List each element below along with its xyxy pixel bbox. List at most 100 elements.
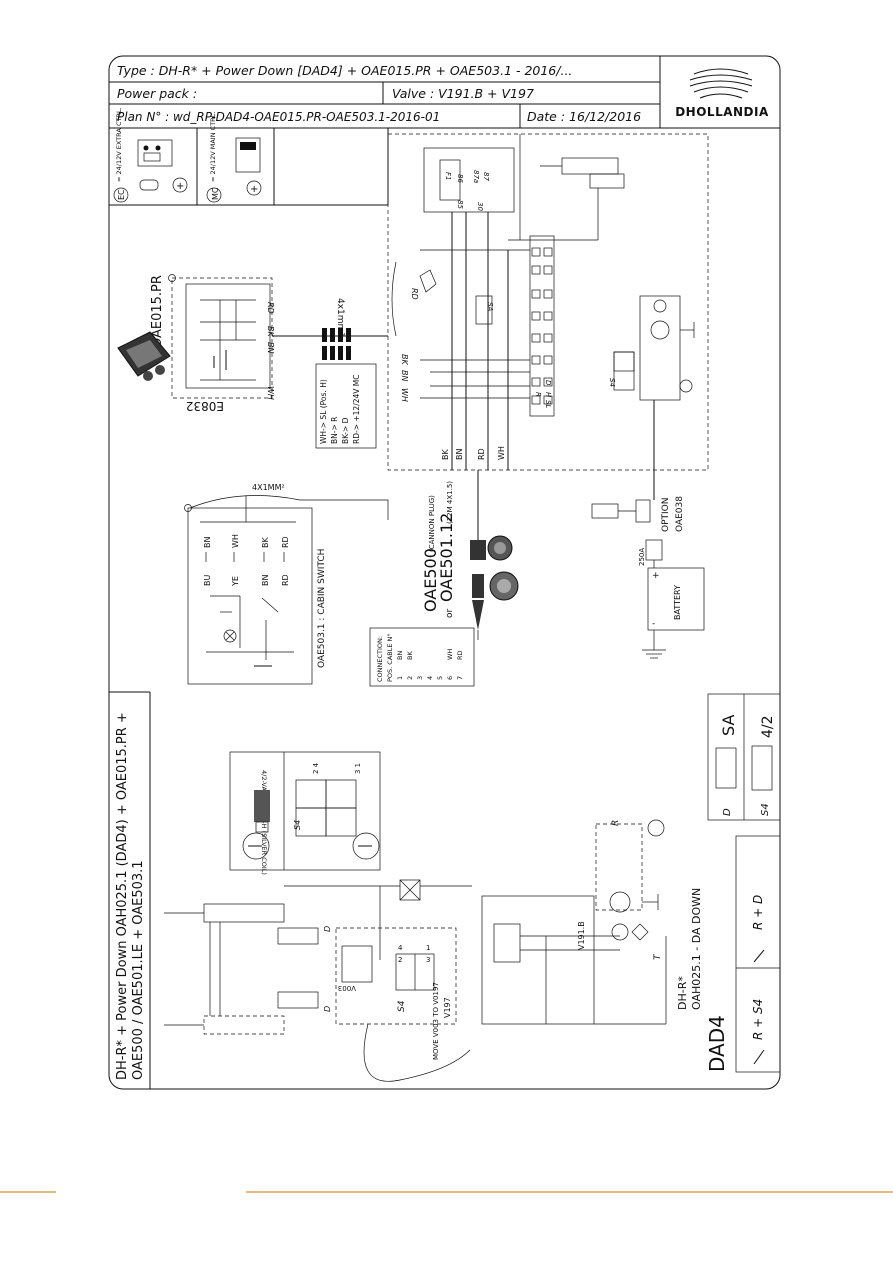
battery-label: BATTERY [673, 585, 682, 620]
v197-label: V197 [443, 997, 452, 1018]
cabin-bottom-bn: BN [261, 575, 270, 586]
connector-alt-prefix: or [445, 608, 455, 618]
conn-color-1: BN [396, 651, 404, 660]
valve-info: 4/2-VALVE V084-H (SILVER COIL) 2 4 3 1 S… [229, 751, 381, 875]
conn-pos-4: 4 [426, 676, 434, 680]
valve-label: Valve : V191.B + V197 [392, 86, 534, 101]
drawing-frame [108, 55, 781, 1090]
cabin-bottom-ye: YE [231, 576, 240, 587]
hyd-title-2: OAE500 / OAE501.LE + OAE503.1 [131, 860, 146, 1080]
v191b-label: V191.B [577, 921, 586, 950]
conn-color-6: WH [446, 649, 454, 660]
term-h: H [544, 392, 552, 398]
relay-pin-85: 85 [456, 200, 464, 209]
ctrl-map-2: BN-> R [330, 417, 339, 444]
ctrl-map-4: RD-> +12/24V MC [352, 375, 361, 444]
plan-number: Plan N° : wd_RP-DAD4-OAE015.PR-OAE503.1-… [117, 110, 440, 124]
hyd-port-1: 1 [426, 944, 430, 952]
hyd-s4: S4 [397, 1000, 407, 1012]
table-dad4: DAD4 [705, 1015, 729, 1072]
dhollandia-logo: DHOLLANDIA [675, 68, 769, 119]
fuse-label: 250A [638, 548, 646, 566]
hyd-port-d-1: D [323, 926, 332, 932]
hyd-port-d-2: D [323, 1006, 332, 1012]
cabin-top-rd: RD [281, 536, 290, 548]
conn-pos-3: 3 [416, 676, 424, 680]
harness-rd-bottom: RD [477, 448, 486, 460]
hyd-port-4: 4 [398, 944, 403, 952]
cabin-cable: 4X1MM² [252, 483, 285, 492]
conn-color-7: RD [456, 650, 464, 660]
conn-pos-6: 6 [446, 676, 454, 680]
legend-s4: S4 [760, 803, 771, 816]
conn-table-title: CONNECTION: [376, 636, 384, 682]
hyd-port-r: R [611, 820, 621, 826]
conn-color-2: BK [406, 651, 414, 660]
cabin-top-bn: BN [203, 537, 212, 548]
relay-pin-86: 86 [456, 174, 464, 183]
term-sl: SL [544, 400, 552, 408]
conn-pos-5: 5 [436, 676, 444, 680]
option-label: OPTION [661, 498, 671, 532]
cabin-switch-label: OAE503.1 : CABIN SWITCH [317, 549, 327, 668]
connector-main: OAE500 [421, 548, 440, 612]
bottom-table: R + S4 R + D DAD4 DH-R* OAH025.1 - DA DO… [676, 693, 781, 1073]
harness-wh: WH [400, 388, 409, 402]
conn-pos-2: 2 [406, 676, 414, 680]
conn-table-header: POS. CABLE N° [386, 633, 394, 682]
svg-text:+: + [176, 181, 184, 192]
ctrl-wire-wh: WH [266, 386, 275, 400]
valve-ports-bottom: 3 1 [354, 763, 362, 774]
cell-r-d: R + D [751, 895, 765, 930]
svg-text:+: + [250, 184, 258, 195]
term-r: R [534, 392, 542, 397]
harness-bn-bottom: BN [455, 449, 464, 460]
connector-alt: OAE501.12 [437, 513, 456, 602]
mc-text: = 24/12V MAIN CTRL. [209, 112, 217, 182]
mc-wire-rd: RD [410, 288, 419, 300]
mc-label: MC [211, 187, 220, 200]
sa-label: SA [486, 302, 494, 311]
cannon-plug-icon [470, 535, 519, 630]
main-wiring: RD 86 87a 87 85 30 F1 H SL D R [387, 133, 709, 520]
connector-oae500: OAE500 (CANNON PLUG) or OAE501.12 (12M 4… [369, 481, 519, 687]
controller-plug-icon [117, 331, 171, 381]
legend-sa: SA [719, 715, 738, 736]
table-dhr: DH-R* [676, 976, 689, 1010]
legend-42: 4/2 [760, 715, 776, 738]
date-label: Date : 16/12/2016 [527, 109, 641, 124]
cable-marks [322, 328, 351, 360]
s4-label-top: S4 [608, 378, 616, 387]
conn-positions: 1 2 3 4 5 6 7 BN BK WH RD [396, 649, 464, 680]
controller-oae015: OAE015.PR E0832 RD BK BN WH 4x1mm² [117, 274, 388, 449]
controller-cable: 4x1mm² [335, 298, 345, 336]
brand-name: DHOLLANDIA [675, 105, 769, 119]
controller-code: E0832 [186, 399, 224, 413]
harness-bn: BN [400, 370, 409, 381]
type-line: Type : DH-R* + Power Down [DAD4] + OAE01… [117, 63, 572, 78]
v003-label: V003 [338, 984, 356, 992]
cabin-switch: 4X1MM² BN WH BK RD BU YE BN RD OAE503.1 … [184, 483, 389, 685]
harness-bk-bottom: BK [441, 449, 450, 460]
relay-label: F1 [444, 172, 452, 180]
ctrl-legend: EC = 24/12V EXTRA CTRL. + MC = 24/12V MA… [109, 107, 389, 206]
hyd-title-1: DH-R* + Power Down OAH025.1 (DAD4) + OAE… [115, 712, 130, 1080]
cabin-top-bk: BK [261, 537, 270, 548]
relay-pin-30: 30 [476, 202, 484, 211]
harness-bk: BK [400, 354, 409, 365]
power-pack-label: Power pack : [117, 86, 197, 101]
ctrl-map-1: WH-> SL (Pos. H) [319, 379, 328, 444]
valve-ports-top: 2 4 [312, 762, 320, 774]
table-oah: OAH025.1 - DA DOWN [690, 888, 703, 1010]
ec-text: = 24/12V EXTRA CTRL. [115, 107, 123, 182]
term-d: D [544, 380, 552, 386]
terminal-block [531, 247, 553, 405]
cabin-bottom-bu: BU [203, 575, 212, 586]
harness-wh-bottom: WH [497, 446, 506, 460]
connector-main-note: (CANNON PLUG) [428, 495, 436, 552]
ec-label: EC [117, 189, 126, 200]
svg-text:+: + [652, 571, 660, 581]
cabin-top-wh: WH [231, 534, 240, 548]
legend-d: D [722, 808, 733, 816]
